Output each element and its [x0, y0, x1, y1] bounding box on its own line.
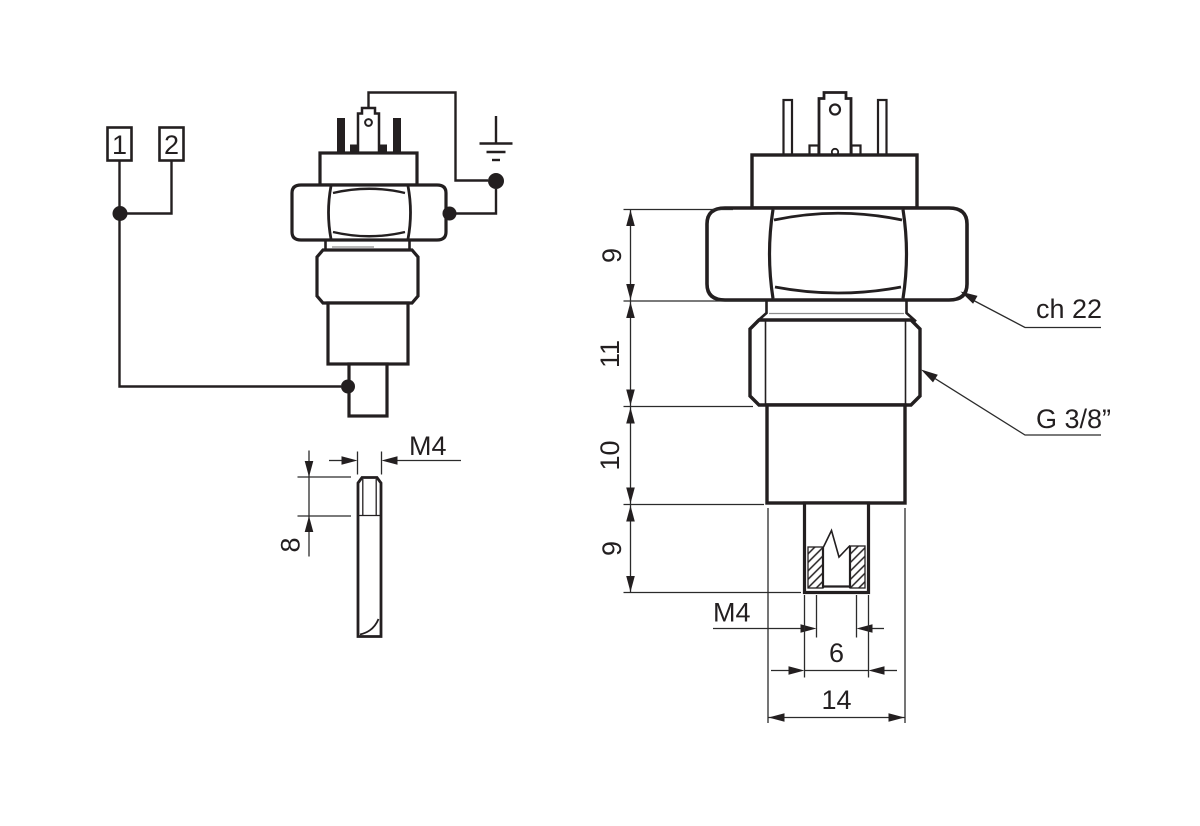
- callout-pipe-thread: G 3/8”: [921, 369, 1111, 436]
- stud-detail-m4-label: M4: [409, 431, 447, 461]
- terminal-1-label: 1: [112, 130, 127, 160]
- connector-body: [750, 153, 919, 210]
- dim-body-length-label: 10: [595, 440, 625, 470]
- dim-stud-detail-length: 8: [275, 450, 351, 557]
- dim-stud-detail-thread: M4: [329, 431, 461, 475]
- stud-outline: [356, 476, 383, 638]
- stud-detail-8-label: 8: [275, 537, 305, 552]
- dimensioned-side-view: 9 11 10 9 M4: [595, 91, 1111, 723]
- dim-body-width: 14: [767, 508, 906, 723]
- stud-detail-view: M4 8: [275, 431, 461, 638]
- break-line: [822, 528, 851, 559]
- pin-right: [393, 118, 401, 153]
- tab-hole: [828, 103, 842, 116]
- dim-m4-label: M4: [713, 598, 751, 628]
- dim-14-label: 14: [821, 685, 851, 715]
- stud-thread-lines: [358, 479, 381, 517]
- pin-right: [876, 98, 888, 157]
- pin-left: [337, 118, 345, 153]
- center-tab: [356, 106, 381, 155]
- thread-hatch-right: [849, 545, 866, 589]
- callout-wrench-size: ch 22: [960, 291, 1102, 329]
- washer-neck: [324, 240, 411, 250]
- junction-dot-ground: [488, 173, 504, 189]
- thread-body: [748, 318, 922, 407]
- dim-thread-length-label: 11: [595, 340, 625, 368]
- lower-body: [765, 403, 907, 505]
- junction-dot-left: [112, 206, 128, 221]
- stud-tip-arc: [359, 618, 380, 636]
- terminal-2-label: 2: [164, 130, 179, 160]
- contact-bump-hex: [442, 206, 457, 221]
- tab-hole: [364, 118, 373, 127]
- wrench-size-label: ch 22: [1036, 294, 1102, 324]
- contact-bump-stem: [341, 379, 355, 394]
- dim-stud-thread: M4: [713, 595, 884, 638]
- center-tab: [817, 91, 853, 157]
- tab-foot-right: [379, 144, 387, 153]
- terminal-1: 1: [106, 126, 133, 162]
- dim-stem-length-label: 9: [597, 541, 627, 556]
- dim-6-label: 6: [829, 638, 844, 668]
- dim-hex-height-label: 9: [597, 248, 627, 263]
- sensor-stem: [347, 362, 389, 418]
- dim-stem-width: 6: [771, 595, 897, 678]
- thread-hatch-left: [807, 546, 824, 589]
- terminal-2: 2: [158, 126, 185, 162]
- tab-foot-left: [350, 144, 358, 153]
- wiring-lines: [118, 91, 498, 388]
- wiring-schematic-view: 1 2: [106, 91, 513, 418]
- vertical-dimensions: 9 11 10 9: [595, 208, 801, 594]
- ground-icon: [479, 116, 513, 162]
- pipe-thread-label: G 3/8”: [1036, 404, 1111, 434]
- sensor-stem-section: [802, 501, 871, 595]
- lower-body: [326, 301, 410, 366]
- hex-nut: [290, 183, 448, 242]
- thread-body: [315, 248, 420, 305]
- pin-left: [782, 98, 794, 157]
- hex-nut: [705, 206, 969, 302]
- sensor-outline-front: [290, 106, 448, 418]
- connector-body: [318, 151, 419, 187]
